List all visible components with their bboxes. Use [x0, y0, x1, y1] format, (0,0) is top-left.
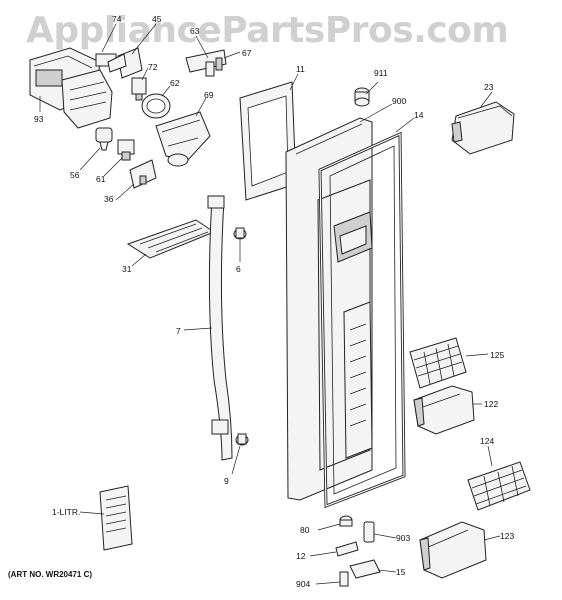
door-shelf-rails — [343, 301, 373, 459]
bulb-56 — [95, 127, 113, 151]
cap-911 — [354, 87, 370, 107]
bin-122 — [413, 385, 475, 435]
callout-9: 9 — [224, 476, 229, 486]
callout-6: 6 — [236, 264, 241, 274]
switch-36 — [129, 159, 157, 189]
callout-125: 125 — [490, 350, 504, 360]
basket-125 — [409, 337, 467, 389]
switch-small-72 — [131, 77, 147, 101]
part-904 — [339, 571, 349, 587]
dispenser-panel-11 — [239, 81, 297, 201]
funnel-69 — [155, 111, 211, 167]
basket-124 — [467, 461, 531, 511]
handle-7 — [207, 195, 233, 461]
callout-72: 72 — [148, 62, 158, 72]
callout-903: 903 — [396, 533, 410, 543]
callout-7: 7 — [176, 326, 181, 336]
door-900 — [285, 117, 373, 501]
callout-904: 904 — [296, 579, 310, 589]
leader-lines — [39, 23, 501, 585]
part-903 — [363, 521, 375, 543]
part-15 — [349, 559, 381, 579]
callout-31: 31 — [122, 264, 132, 274]
callout-67: 67 — [242, 48, 252, 58]
part-80 — [339, 515, 353, 527]
watermark: AppliancePartsPros.com — [26, 10, 509, 51]
callout-23: 23 — [484, 82, 494, 92]
callout-93: 93 — [34, 114, 44, 124]
part-12 — [335, 541, 359, 557]
callout-80: 80 — [300, 525, 310, 535]
callout-900: 900 — [392, 96, 406, 106]
callout-62: 62 — [170, 78, 180, 88]
socket-61 — [117, 139, 135, 161]
drip-tray-31 — [126, 219, 216, 259]
bin-23 — [451, 101, 515, 155]
callout-45: 45 — [152, 14, 162, 24]
callout-15: 15 — [396, 567, 406, 577]
screw-9 — [235, 433, 249, 446]
actuator-bracket — [107, 47, 143, 79]
callout-123: 123 — [500, 531, 514, 541]
gasket-14 — [318, 131, 406, 509]
callout-labels: 74 45 63 67 72 62 69 93 56 61 36 11 911 … — [34, 14, 514, 589]
literature-booklet — [99, 485, 133, 551]
art-number: (ART NO. WR20471 C) — [8, 570, 93, 579]
callout-14: 14 — [414, 110, 424, 120]
dispenser-control-housing — [29, 47, 117, 129]
callout-74: 74 — [112, 14, 122, 24]
callout-56: 56 — [70, 170, 80, 180]
callout-1-litr: 1-LITR. — [52, 507, 80, 517]
callout-11: 11 — [296, 64, 305, 74]
callout-911: 911 — [374, 68, 388, 78]
callout-69: 69 — [204, 90, 214, 100]
ring-62 — [141, 93, 171, 119]
callout-61: 61 — [96, 174, 106, 184]
bracket-63-67 — [185, 49, 227, 77]
callout-122: 122 — [484, 399, 498, 409]
callout-36: 36 — [104, 194, 114, 204]
callout-12: 12 — [296, 551, 306, 561]
screw-6 — [233, 227, 247, 240]
bin-123 — [419, 521, 487, 579]
callout-124: 124 — [480, 436, 494, 446]
callout-63: 63 — [190, 26, 200, 36]
